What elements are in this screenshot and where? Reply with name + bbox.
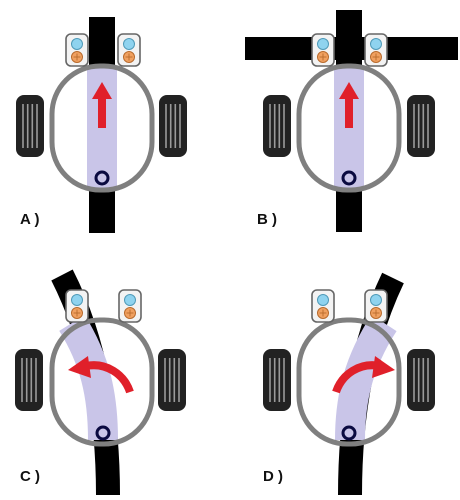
robot-body: [49, 317, 155, 447]
direction-arrow-icon: [339, 82, 359, 128]
line-sensor-icon: [65, 289, 89, 323]
panel-label: C ): [20, 468, 40, 485]
direction-arrow-icon: [68, 356, 134, 394]
panel-label: D ): [263, 468, 283, 485]
robot-path-band: [335, 314, 397, 441]
robot-path-band: [59, 315, 118, 441]
panel-label: B ): [257, 211, 277, 228]
wheel-icon: [158, 94, 188, 158]
panel-b: B ): [245, 10, 458, 232]
panel-label: A ): [20, 211, 39, 228]
line-sensor-icon: [311, 33, 335, 67]
line-sensor-icon: [364, 33, 388, 67]
wheel-icon: [157, 348, 187, 412]
direction-arrow-icon: [92, 82, 112, 128]
line-sensor-icon: [117, 33, 141, 67]
line-sensor-icon: [311, 289, 335, 323]
panel-c: C ): [14, 269, 187, 496]
wheel-icon: [15, 94, 45, 158]
pivot-icon: [95, 425, 111, 441]
robot-body: [49, 63, 155, 193]
robot-body: [296, 317, 402, 447]
line-sensor-icon: [118, 289, 142, 323]
pivot-icon: [341, 170, 357, 186]
wheel-icon: [262, 94, 292, 158]
wheel-icon: [262, 348, 292, 412]
line-sensor-icon: [364, 289, 388, 323]
robot-body: [296, 63, 402, 193]
wheel-icon: [406, 94, 436, 158]
pivot-icon: [94, 170, 110, 186]
line-sensor-icon: [65, 33, 89, 67]
direction-arrow-icon: [332, 356, 395, 394]
panel-a: A ): [15, 17, 188, 233]
wheel-icon: [14, 348, 44, 412]
pivot-icon: [341, 425, 357, 441]
track-crossing: [245, 37, 458, 60]
panel-d: D ): [262, 272, 436, 496]
wheel-icon: [406, 348, 436, 412]
